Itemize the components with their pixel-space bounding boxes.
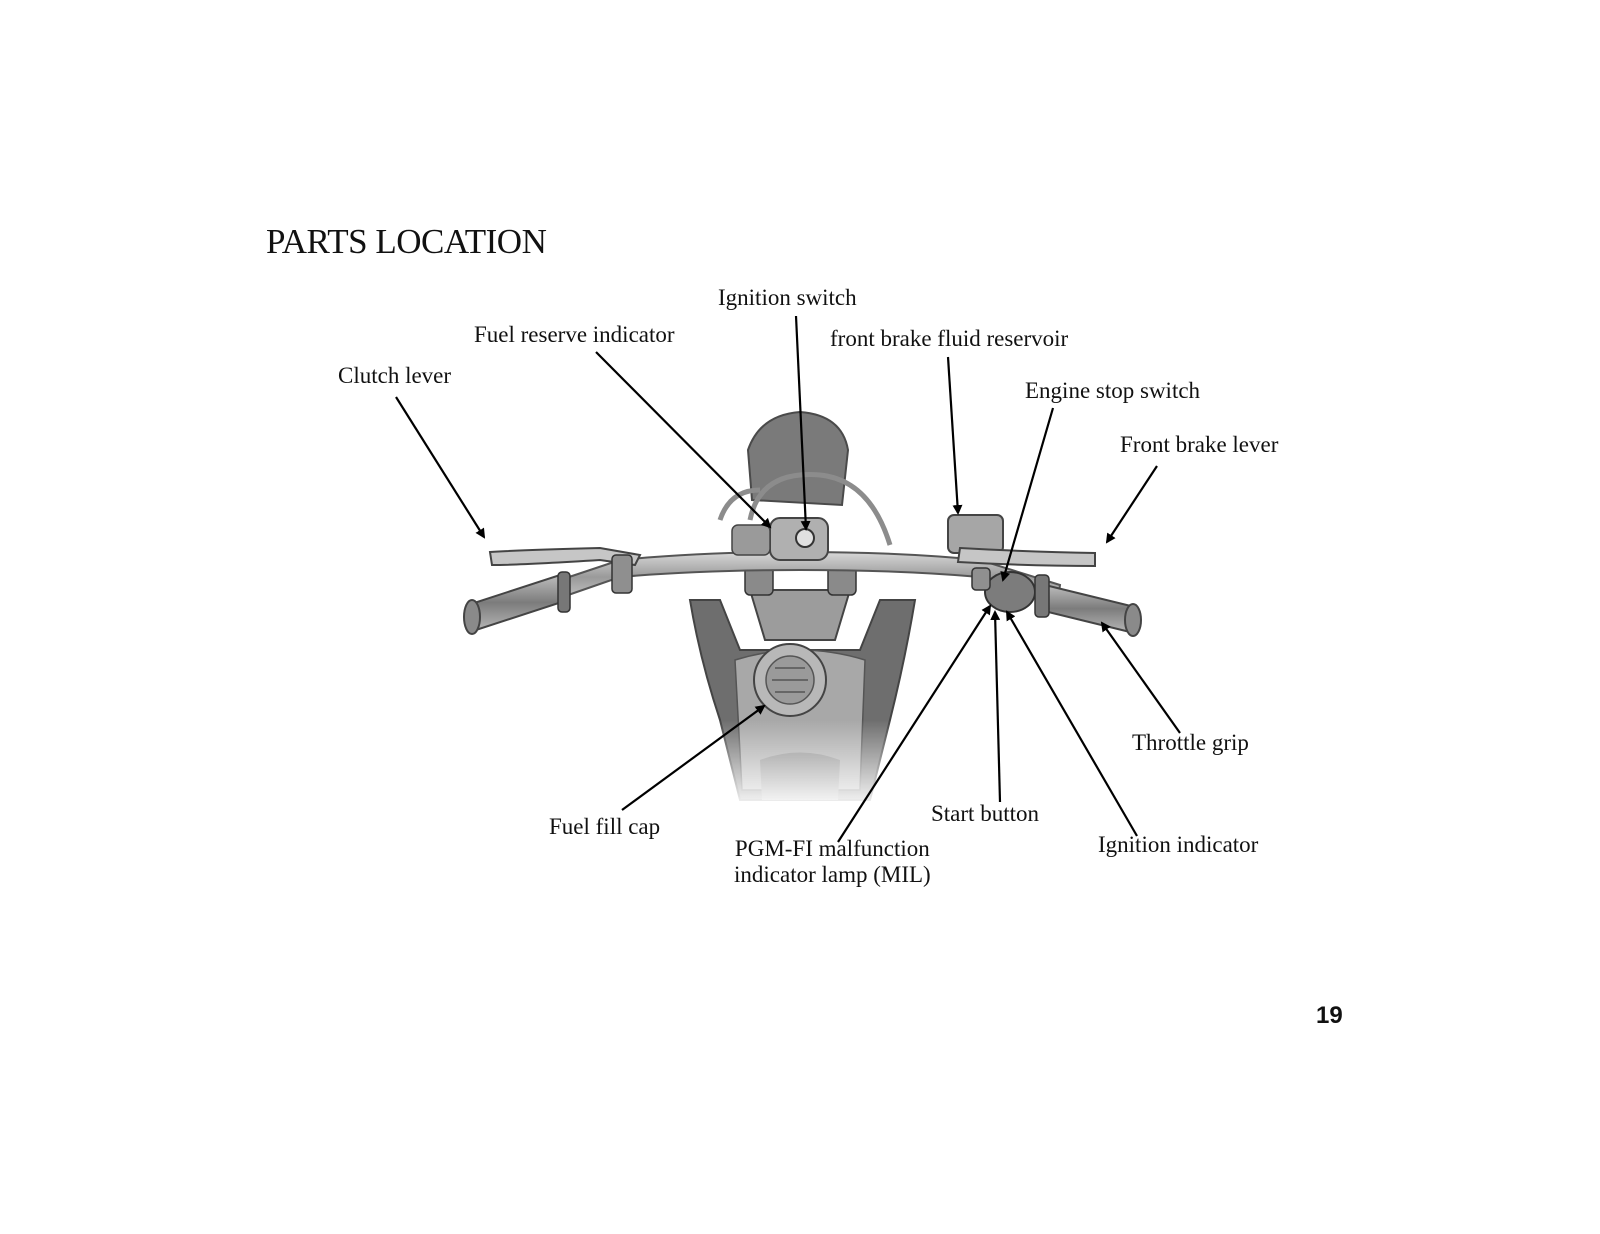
leader-start-button [990,610,1002,803]
leader-lines [395,315,1181,843]
leader-pgm-fi [837,604,992,843]
triple-clamp [744,564,857,641]
leader-brake-reservoir [946,356,963,515]
label-ignition-switch: Ignition switch [718,285,857,310]
label-front-brake-fluid-reservoir: front brake fluid reservoir [830,326,1069,351]
fuel-fill-cap-shape [753,643,827,717]
label-front-brake-lever: Front brake lever [1120,432,1279,457]
right-grip [1034,574,1142,637]
label-fuel-reserve-indicator: Fuel reserve indicator [474,322,675,347]
label-pgm-fi-line1: PGM-FI malfunction [734,836,930,861]
page-number: 19 [1316,1002,1343,1029]
leader-engine-stop [1000,407,1055,582]
leader-fuel-fill-cap [621,704,766,811]
label-engine-stop-switch: Engine stop switch [1025,378,1201,403]
ignition-housing [731,517,829,561]
leader-ignition-indicator [1005,610,1138,837]
cables [717,472,893,546]
left-grip [463,571,571,635]
front-brake-lever-shape [956,546,1096,568]
label-start-button: Start button [931,801,1039,826]
label-fuel-fill-cap: Fuel fill cap [549,814,661,839]
leader-front-brake-lever [1105,465,1158,544]
page-title: PARTS LOCATION [266,222,547,261]
leader-throttle-grip [1100,621,1181,734]
label-pgm-fi-malfunction-lamp: PGM-FI malfunction indicator lamp (MIL) [734,836,931,888]
brake-reservoir [947,514,1004,554]
label-pgm-fi-line2: indicator lamp (MIL) [734,862,931,887]
leader-ignition-switch [794,315,811,531]
clutch-lever-shape [488,546,642,594]
label-clutch-lever: Clutch lever [338,363,452,388]
leader-fuel-reserve [595,351,772,529]
label-ignition-indicator: Ignition indicator [1098,832,1259,857]
leader-clutch-lever [395,396,486,539]
fuel-tank [680,599,920,810]
label-throttle-grip: Throttle grip [1132,730,1249,755]
